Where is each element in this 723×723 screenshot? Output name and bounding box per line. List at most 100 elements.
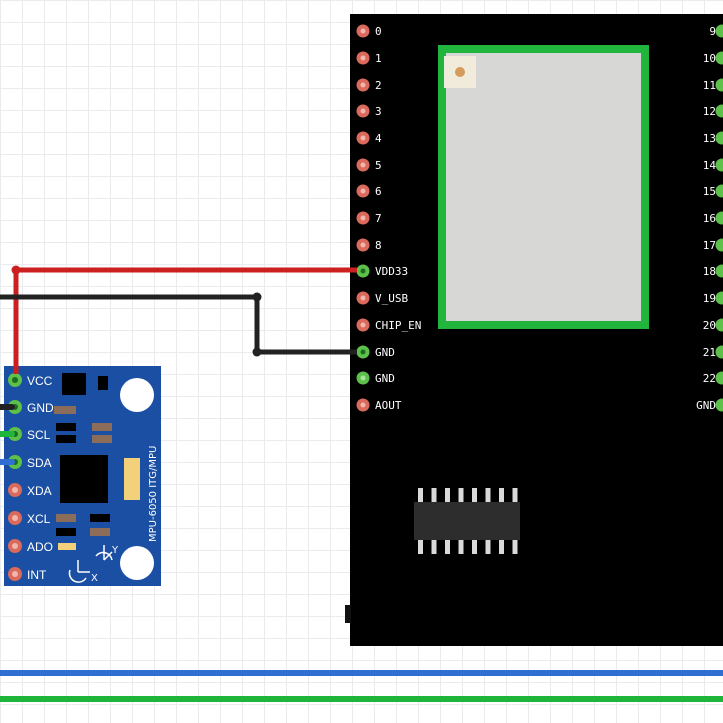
board-pin-18[interactable]: 18 <box>703 264 723 279</box>
board-pin-label: V_USB <box>375 292 408 305</box>
board-pin-label: 21 <box>703 346 716 359</box>
board-pin-4[interactable]: 4 <box>356 131 383 146</box>
chip-leg <box>458 488 464 504</box>
board-pin-label: GND <box>696 399 716 412</box>
chip-leg <box>458 538 464 554</box>
sensor-pin-label: SDA <box>27 456 52 470</box>
board-pin-6[interactable]: 6 <box>356 184 382 199</box>
board-pin-label: 10 <box>703 52 716 65</box>
sensor-pin-xcl[interactable]: XCL <box>8 511 51 526</box>
board-pin-label: GND <box>375 346 395 359</box>
wire-bend-point <box>11 265 21 275</box>
chip-leg <box>472 488 477 504</box>
resistor <box>56 514 76 522</box>
sensor-pin-xda[interactable]: XDA <box>8 483 52 498</box>
board-pin-label: 15 <box>703 185 716 198</box>
left-header: 0 1 2 3 4 5 6 7 8 VDD33 V_USB CHIP_EN GN… <box>356 24 422 413</box>
chip-pins-top <box>418 488 518 504</box>
board-pin-label: CHIP_EN <box>375 319 421 332</box>
board-notch <box>345 605 351 623</box>
wire-vcc-to-vdd33[interactable] <box>13 267 357 374</box>
board-pin-gnd-right[interactable]: GND <box>696 398 723 413</box>
chip-leg <box>445 488 450 504</box>
resistor <box>92 435 112 443</box>
board-pin-8[interactable]: 8 <box>356 238 382 253</box>
board-pin-label: 5 <box>375 159 382 172</box>
board-pin-label: 8 <box>375 239 382 252</box>
sensor-pin-int[interactable]: INT <box>8 567 47 582</box>
chip-pins-bottom <box>418 538 518 554</box>
axis-y-label: Y <box>111 545 119 556</box>
board-pin-aout[interactable]: AOUT <box>356 398 402 413</box>
sensor-pin-label: SCL <box>27 428 51 442</box>
chip-leg <box>512 538 518 554</box>
board-pin-label: 3 <box>375 105 382 118</box>
sensor-pin-label: ADO <box>27 540 53 554</box>
board-pin-12[interactable]: 12 <box>703 104 723 119</box>
wires <box>0 265 723 702</box>
board-pin-16[interactable]: 16 <box>703 211 723 226</box>
right-header: 9 10 11 12 13 14 15 16 17 18 19 20 21 22… <box>696 24 723 413</box>
board-pin-gnd-1[interactable]: GND <box>356 345 395 360</box>
wire-bend-point <box>252 292 262 302</box>
wireless-module <box>438 45 649 329</box>
smd-part <box>90 514 110 522</box>
chip-leg <box>512 488 518 504</box>
mpu-chip <box>60 455 108 503</box>
board-pin-label: 0 <box>375 25 382 38</box>
board-pin-14[interactable]: 14 <box>703 158 723 173</box>
wire-bend-point <box>252 347 262 357</box>
chip-leg <box>472 538 477 554</box>
board-pin-label: 22 <box>703 372 716 385</box>
board-pin-2[interactable]: 2 <box>356 78 382 93</box>
board-pin-label: 16 <box>703 212 716 225</box>
board-pin-7[interactable]: 7 <box>356 211 382 226</box>
sensor-title: MPU-6050 ITG/MPU <box>148 446 159 542</box>
board-pin-v-usb[interactable]: V_USB <box>356 291 409 306</box>
board-pin-21[interactable]: 21 <box>703 345 723 360</box>
board-pin-label: 1 <box>375 52 382 65</box>
board-pin-label: 20 <box>703 319 716 332</box>
board-pin-gnd-2[interactable]: GND <box>356 371 395 386</box>
chip-leg <box>445 538 450 554</box>
smd-part <box>56 528 76 536</box>
board-pin-20[interactable]: 20 <box>703 318 723 333</box>
board-pin-label: GND <box>375 372 395 385</box>
resistor <box>90 528 110 536</box>
sensor-pin-vcc[interactable]: VCC <box>8 373 53 388</box>
board-pin-label: 13 <box>703 132 716 145</box>
sensor-pin-label: GND <box>27 401 54 415</box>
chip-leg <box>431 488 437 504</box>
board-pin-label: 18 <box>703 265 716 278</box>
wire-ground[interactable] <box>0 294 357 355</box>
sensor-pin-ado[interactable]: ADO <box>8 539 53 554</box>
board-pin-label: VDD33 <box>375 265 408 278</box>
resistor <box>54 406 76 414</box>
board-pin-0[interactable]: 0 <box>356 24 382 39</box>
sensor-pin-label: XCL <box>27 512 51 526</box>
board-pin-10[interactable]: 10 <box>703 51 723 66</box>
board-pin-label: 6 <box>375 185 382 198</box>
board-pin-5[interactable]: 5 <box>356 158 382 173</box>
mounting-hole <box>120 378 154 412</box>
board-pin-17[interactable]: 17 <box>703 238 723 253</box>
board-pin-9[interactable]: 9 <box>709 24 723 39</box>
board-pin-19[interactable]: 19 <box>703 291 723 306</box>
board-pin-vdd33[interactable]: VDD33 <box>356 264 409 279</box>
sensor-pin-label: VCC <box>27 374 53 388</box>
board-pin-3[interactable]: 3 <box>356 104 382 119</box>
board-pin-13[interactable]: 13 <box>703 131 723 146</box>
board-pin-1[interactable]: 1 <box>356 51 382 66</box>
board-pin-chip-en[interactable]: CHIP_EN <box>356 318 422 333</box>
microcontroller-board: 0 1 2 3 4 5 6 7 8 VDD33 V_USB CHIP_EN GN… <box>345 14 723 646</box>
resistor <box>92 423 112 431</box>
board-pin-label: 2 <box>375 79 382 92</box>
board-pin-22[interactable]: 22 <box>703 371 723 386</box>
regulator <box>62 373 86 395</box>
board-pin-label: AOUT <box>375 399 402 412</box>
antenna-connector-center <box>455 67 465 77</box>
board-pin-15[interactable]: 15 <box>703 184 723 199</box>
module-shield <box>446 53 641 321</box>
board-pin-11[interactable]: 11 <box>703 78 723 93</box>
